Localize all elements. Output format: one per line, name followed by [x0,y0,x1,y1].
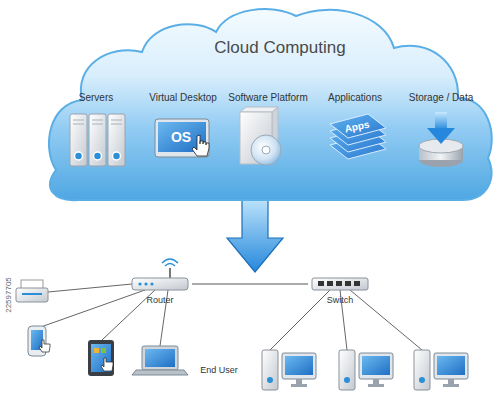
device-label: Switch [327,295,354,305]
desktop-computer-icon [262,350,316,390]
icon-label: Virtual Desktop [149,92,217,104]
cloud-node: Cloud ComputingServers Virtual DesktopOS S… [36,0,498,204]
device-label: Router [146,295,173,305]
server-icon [70,114,125,166]
router-icon [132,259,188,290]
smartphone-icon [28,326,50,356]
monitor-icon [155,119,209,157]
download-arrow [227,194,283,272]
desktop-computer-icon [339,350,393,390]
apps-stack-icon [330,114,386,159]
service-icon-node: Virtual DesktopOS [150,92,216,170]
printer-icon [16,280,48,302]
service-icon-node: ApplicationsApps [322,92,388,170]
cloud-title: Cloud Computing [214,38,345,58]
storage-icon [419,112,463,167]
icon-label: Servers [79,92,113,104]
service-icon-node: Storage / Data [405,92,477,172]
switch-icon [312,278,368,290]
tablet-icon [88,340,114,376]
desktop-computer-icon [414,350,468,390]
router-node: Router [128,262,192,308]
service-icon-node: Servers [62,92,130,172]
icon-label: Software Platform [228,92,307,104]
laptop-icon [132,346,188,375]
watermark: 22597705 [4,277,13,313]
switch-node: Switch [308,270,372,308]
screen-text: OS [171,129,191,145]
network-link [192,284,308,285]
icon-label: Storage / Data [409,92,473,104]
icon-label: Applications [328,92,382,104]
group-label: End User [200,365,238,375]
software-box-icon [240,107,281,165]
icon-text: Apps [344,119,371,135]
service-icon-node: Software Platform [228,92,308,172]
